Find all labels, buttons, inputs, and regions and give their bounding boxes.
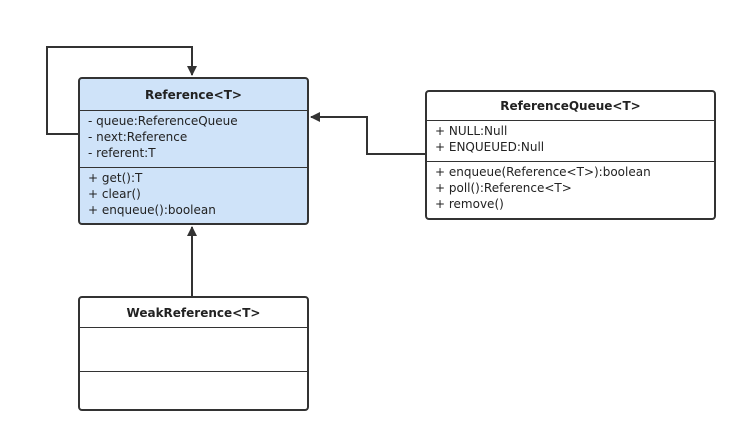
self-association-connector bbox=[46, 46, 197, 135]
method-row: + enqueue(Reference<T>):boolean bbox=[435, 165, 651, 179]
weak-reference-class-title: WeakReference<T> bbox=[80, 298, 307, 328]
attribute-row: - next:Reference bbox=[88, 130, 188, 144]
reference-class-box[interactable]: Reference<T> - queue:ReferenceQueue - ne… bbox=[78, 77, 309, 225]
method-row: + enqueue():boolean bbox=[88, 203, 216, 217]
attribute-row: - queue:ReferenceQueue bbox=[88, 114, 238, 128]
weak-reference-attributes bbox=[80, 328, 307, 371]
reference-queue-methods: + enqueue(Reference<T>):boolean + poll()… bbox=[427, 161, 714, 214]
reference-class-title: Reference<T> bbox=[80, 79, 307, 111]
reference-methods: + get():T + clear() + enqueue():boolean bbox=[80, 167, 307, 220]
method-row: + poll():Reference<T> bbox=[435, 181, 572, 195]
weak-reference-class-box[interactable]: WeakReference<T> bbox=[78, 296, 309, 411]
method-row: + remove() bbox=[435, 197, 504, 211]
attribute-row: + NULL:Null bbox=[435, 124, 508, 138]
attribute-row: + ENQUEUED:Null bbox=[435, 140, 545, 154]
weak-reference-methods bbox=[80, 371, 307, 409]
method-row: + clear() bbox=[88, 187, 141, 201]
reference-queue-attributes: + NULL:Null + ENQUEUED:Null bbox=[427, 121, 714, 161]
reference-queue-class-box[interactable]: ReferenceQueue<T> + NULL:Null + ENQUEUED… bbox=[425, 90, 716, 220]
reference-queue-class-title: ReferenceQueue<T> bbox=[427, 92, 714, 121]
reference-attributes: - queue:ReferenceQueue - next:Reference … bbox=[80, 111, 307, 167]
queue-association-connector bbox=[310, 112, 425, 155]
method-row: + get():T bbox=[88, 171, 143, 185]
attribute-row: - referent:T bbox=[88, 146, 156, 160]
